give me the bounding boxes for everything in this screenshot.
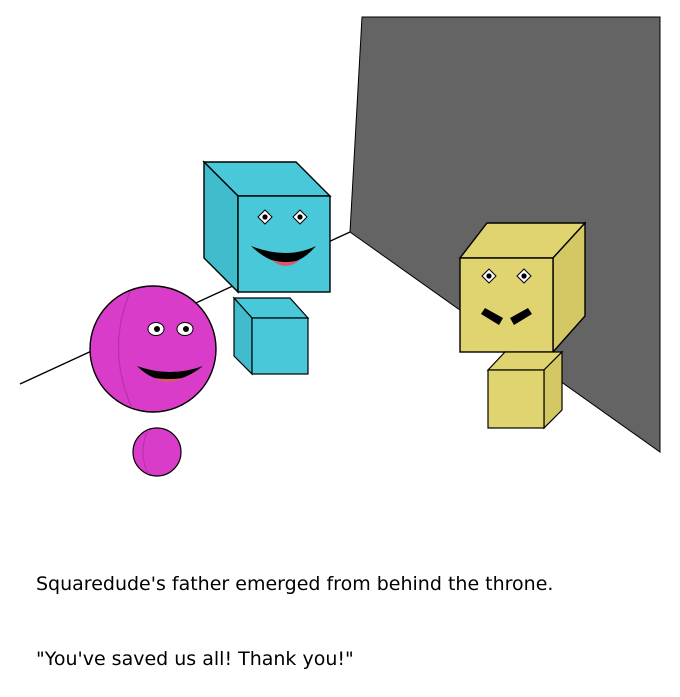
mouth-mark [510,308,532,325]
smile-mouth [251,246,316,263]
caption-line-1: Squaredude's father emerged from behind … [36,573,554,595]
comic-panel [19,16,661,477]
smile-mouth [137,366,203,381]
mouth-mark [481,308,503,325]
cyan-cube-small [232,296,310,376]
magenta-circle-character [89,285,217,413]
magenta-circle-small [132,427,182,477]
caption-line-2: "You've saved us all! Thank you!" [36,648,354,670]
yellow-cube-character [458,221,587,354]
yellow-cube-small [486,350,564,430]
cyan-cube-father [202,160,332,294]
comic-caption: Squaredude's father emerged from behind … [36,522,656,697]
